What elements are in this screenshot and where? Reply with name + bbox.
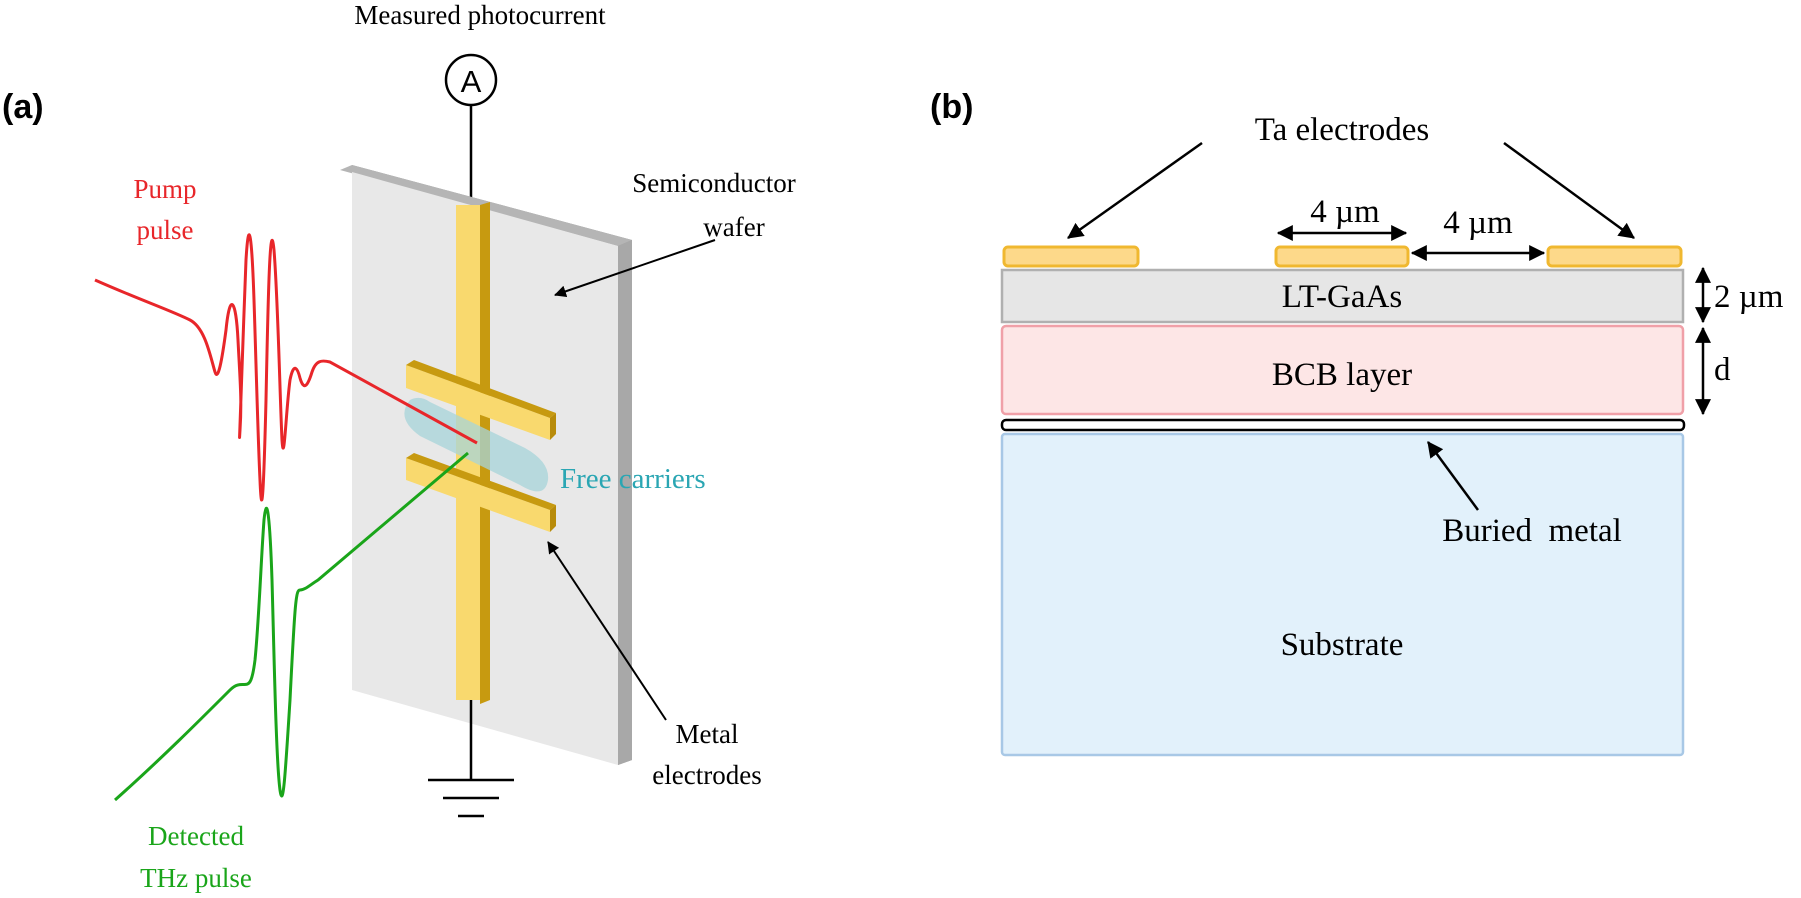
electrode-gap-label: 4 µm: [1443, 205, 1513, 241]
substrate-label: Substrate: [1281, 627, 1404, 663]
buried-metal-arrow: [1426, 441, 1480, 511]
pump-pulse-waveform: [94, 233, 478, 502]
svg-text:A: A: [461, 64, 482, 99]
ta-electrode-middle: [1274, 245, 1410, 268]
ammeter-icon: A: [444, 53, 498, 107]
ta-left-arrow: [1067, 141, 1203, 240]
ta-electrodes-label: Ta electrodes: [1255, 112, 1430, 148]
substrate-layer: [1000, 432, 1685, 757]
free-carriers-label: Free carriers: [560, 463, 706, 495]
buried-metal-layer: [1000, 418, 1686, 432]
metal-electrodes-label-line2: electrodes: [652, 760, 761, 790]
measured-photocurrent-label: Measured photocurrent: [354, 0, 606, 30]
pump-pulse-label-line1: Pump: [133, 174, 196, 204]
bcb-label: BCB layer: [1272, 357, 1412, 393]
wafer-label-line1: Semiconductor: [632, 168, 795, 198]
panel-a: (a) Measured photocurrent A: [2, 0, 796, 893]
upper-electrode: [406, 360, 556, 440]
wafer-arrow: [554, 239, 716, 298]
buried-metal-label: Buried metal: [1442, 513, 1622, 549]
metal-electrodes-arrow: [547, 541, 667, 721]
metal-electrodes-label-line1: Metal: [676, 719, 739, 749]
thz-pulse-label-line1: Detected: [148, 821, 244, 851]
panel-b-label: (b): [930, 88, 973, 126]
ltgaas-label: LT-GaAs: [1282, 279, 1402, 315]
ta-electrode-left: [1002, 245, 1140, 268]
ta-right-arrow: [1503, 141, 1635, 240]
ground-icon: [428, 778, 514, 818]
pump-pulse-label-line2: pulse: [137, 215, 194, 245]
panel-b: (b) Ta electrodes 4 µm 4 µm LT-GaAs 2 µm…: [930, 88, 1784, 757]
ltgaas-layer: [1000, 268, 1685, 324]
thz-pulse-label-line2: THz pulse: [140, 863, 252, 893]
ltgaas-thickness-label: 2 µm: [1714, 279, 1784, 315]
thz-pulse-waveform: [114, 451, 469, 802]
ta-electrode-right: [1546, 245, 1683, 268]
electrode-width-label: 4 µm: [1310, 194, 1380, 230]
wafer-label-line2: wafer: [703, 212, 764, 242]
panel-a-label: (a): [2, 88, 44, 126]
bcb-thickness-label: d: [1714, 352, 1731, 388]
bcb-layer: [1000, 324, 1685, 416]
